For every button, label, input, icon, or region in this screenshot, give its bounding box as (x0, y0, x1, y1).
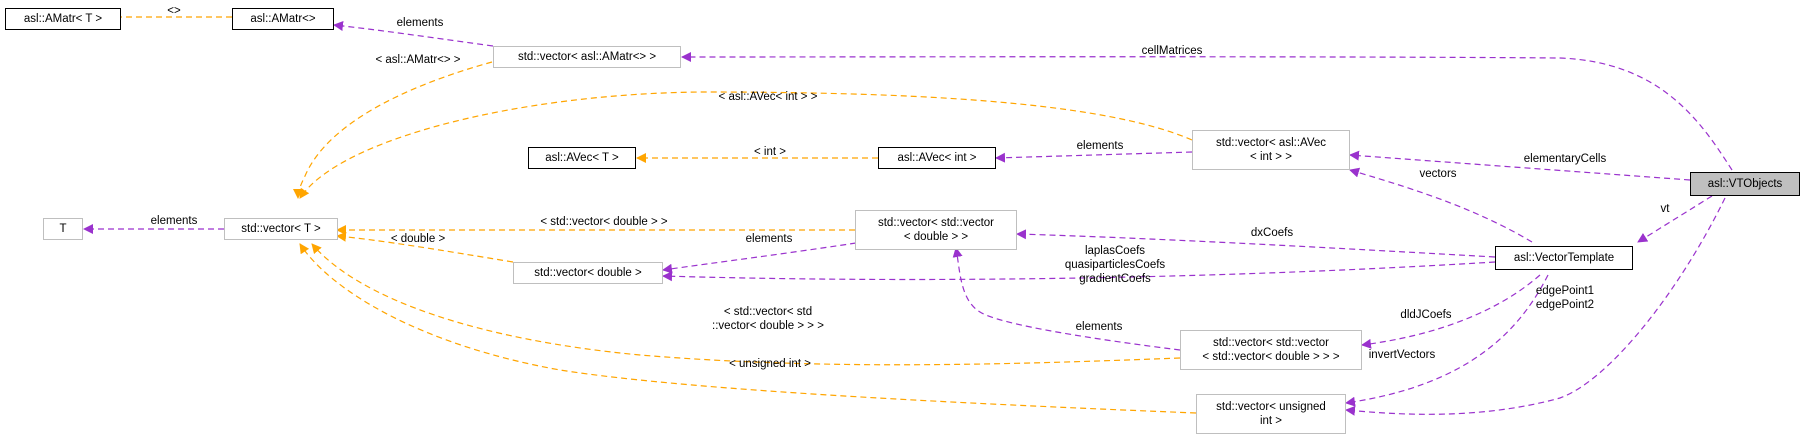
edge-vec-avec-int-to-vec-t (299, 91, 1193, 199)
node-vector-double[interactable]: std::vector< double > (513, 262, 663, 284)
node-t[interactable]: T (43, 218, 83, 240)
node-vector-avec-int[interactable]: std::vector< asl::AVec < int > > (1192, 130, 1350, 170)
node-vector-unsigned-int[interactable]: std::vector< unsigned int > (1196, 394, 1346, 434)
edge-label-vectors: vectors (1419, 168, 1456, 180)
edge-vec-unsigned-to-vec-t (299, 243, 1197, 414)
node-avec-int[interactable]: asl::AVec< int > (878, 147, 996, 169)
edge-label-avec-int-tmpl: < asl::AVec< int > > (719, 91, 818, 103)
edge-vec3-to-vec-t (311, 243, 1181, 366)
edge-label-vec3-tmpl-2: ::vector< double > > > (712, 320, 824, 332)
edge-vector-template-to-vec-unsigned (1345, 274, 1549, 407)
node-vtobjects[interactable]: asl::VTObjects (1690, 172, 1800, 196)
node-vector-amatr[interactable]: std::vector< asl::AMatr<> > (493, 46, 681, 68)
edge-label-avec-elements: elements (1077, 140, 1124, 152)
edge-label-avec-int-param: < int > (754, 146, 786, 158)
edge-vec-avec-int-to-avec-int (995, 151, 1193, 163)
edge-label-elementary-cells: elementaryCells (1524, 153, 1607, 165)
edge-vec-amatr-to-vec-t (293, 61, 493, 199)
edge-vec-double-to-vec-t (336, 231, 514, 263)
edge-vec-amatr-to-amatr (333, 21, 494, 47)
edge-label-unsigned-tmpl: < unsigned int > (729, 358, 811, 370)
edge-vtobjects-to-vec-amatr (681, 51, 1733, 171)
edge-vtobjects-to-vector-template (1637, 195, 1713, 243)
edge-label-edge-point1: edgePoint1 (1536, 285, 1594, 297)
edge-label-vec-double-tmpl2: < std::vector< double > > (540, 216, 668, 228)
edge-label-gradient: gradientCoefs (1079, 273, 1151, 285)
edge-label-amatr-elements: elements (397, 17, 444, 29)
edge-label-t-elements: elements (151, 215, 198, 227)
node-vector-t[interactable]: std::vector< T > (224, 218, 338, 240)
edge-label-invert: invertVectors (1369, 349, 1436, 361)
edge-vector-template-to-vec-avec-int (1349, 167, 1533, 243)
edge-label-dx-coefs: dxCoefs (1251, 227, 1293, 239)
edge-label-double-tmpl: < double > (391, 233, 446, 245)
node-vector-template[interactable]: asl::VectorTemplate (1495, 246, 1633, 270)
edge-label-dldj: dldJCoefs (1400, 309, 1451, 321)
node-vector-vector-vector-double[interactable]: std::vector< std::vector < std::vector< … (1180, 330, 1362, 370)
edge-label-quasi: quasiparticlesCoefs (1065, 259, 1166, 271)
edge-label-edge-point2: edgePoint2 (1536, 299, 1594, 311)
edge-label-vec3-elements: elements (1076, 321, 1123, 333)
node-vector-vector-double[interactable]: std::vector< std::vector < double > > (855, 210, 1017, 250)
edge-label-vec3-tmpl-1: < std::vector< std (724, 306, 812, 318)
edge-label-vec-amatr-tmpl: < asl::AMatr<> > (375, 54, 460, 66)
edge-vec-vec-double-to-vec-double (662, 242, 857, 274)
edge-vtobjects-to-vec-avec-int (1349, 150, 1691, 181)
edge-label-vt: vt (1661, 203, 1671, 215)
edge-label-vec-double-elements: elements (746, 233, 793, 245)
edge-label-amatr-tmpl: <> (167, 5, 181, 17)
edge-label-laplas: laplasCoefs (1085, 245, 1145, 257)
node-avec-t[interactable]: asl::AVec< T > (528, 147, 636, 169)
edge-vector-template-to-vec3 (1361, 274, 1541, 349)
node-amatr-t[interactable]: asl::AMatr< T > (5, 8, 121, 30)
edge-vector-template-to-vec-vec-double (1016, 229, 1496, 258)
edge-vec3-to-vec-vec-double (952, 247, 1181, 351)
node-amatr[interactable]: asl::AMatr<> (232, 8, 334, 30)
edge-vtobjects-to-vec-unsigned (1345, 197, 1726, 416)
edge-label-cell-matrices: cellMatrices (1142, 45, 1203, 57)
